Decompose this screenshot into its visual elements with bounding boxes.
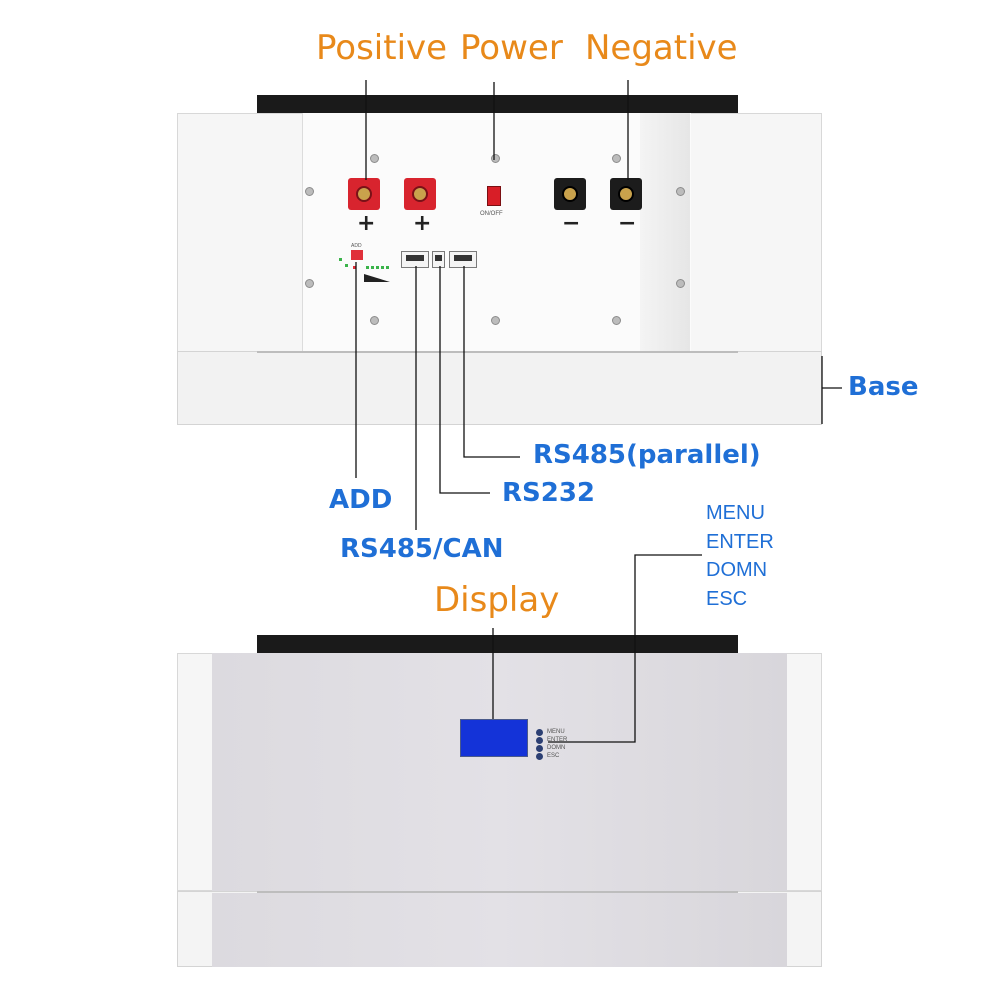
bottom-base-edge xyxy=(257,891,738,893)
button-list-down: DOMN xyxy=(706,559,768,581)
screw xyxy=(491,316,500,325)
lcd-display xyxy=(460,719,528,757)
add-switch-label: ADD xyxy=(351,243,362,249)
enter-button[interactable] xyxy=(536,737,543,744)
negative-terminal[interactable] xyxy=(610,178,642,210)
base-top-edge xyxy=(257,351,738,353)
screw xyxy=(612,154,621,163)
display-label: Display xyxy=(434,580,560,620)
button-list-menu: MENU xyxy=(706,502,765,524)
menu-button-label: MENU xyxy=(547,729,565,735)
enter-button-label: ENTER xyxy=(547,737,568,743)
screw xyxy=(612,316,621,325)
esc-button[interactable] xyxy=(536,753,543,760)
menu-button[interactable] xyxy=(536,729,543,736)
screw xyxy=(491,154,500,163)
power-label: Power xyxy=(460,28,563,68)
top-unit-lid xyxy=(257,95,738,113)
panel-side-shade xyxy=(640,113,690,351)
screw xyxy=(370,154,379,163)
negative-terminal[interactable] xyxy=(554,178,586,210)
button-list-enter: ENTER xyxy=(706,530,774,553)
negative-label: Negative xyxy=(585,28,738,68)
button-list: MENU ENTER DOMN ESC xyxy=(706,499,774,613)
button-list-esc: ESC xyxy=(706,587,748,610)
add-label: ADD xyxy=(329,485,393,515)
status-led xyxy=(345,264,348,267)
rs485-can-port[interactable] xyxy=(401,251,429,268)
screw xyxy=(676,279,685,288)
screw xyxy=(305,279,314,288)
down-button[interactable] xyxy=(536,745,543,752)
switch-label: ON/OFF xyxy=(480,211,503,217)
soc-indicator-icon xyxy=(364,274,390,282)
positive-terminal[interactable] xyxy=(348,178,380,210)
terminal-panel xyxy=(302,113,691,351)
led-row xyxy=(366,266,390,269)
positive-label: Positive xyxy=(316,28,448,68)
top-unit-base xyxy=(177,351,822,425)
plus-sign: + xyxy=(357,211,376,236)
rs232-label: RS232 xyxy=(502,478,596,508)
plus-sign: + xyxy=(413,211,432,236)
rs485-parallel-label: RS485(parallel) xyxy=(533,440,761,470)
bottom-unit-lid xyxy=(257,635,738,653)
add-dip-switch[interactable] xyxy=(351,250,363,260)
base-label: Base xyxy=(848,372,919,402)
down-button-label: DOMN xyxy=(547,745,566,751)
screw xyxy=(370,316,379,325)
minus-sign: − xyxy=(562,211,581,236)
status-led xyxy=(353,266,356,269)
power-switch[interactable] xyxy=(487,186,501,206)
minus-sign: − xyxy=(618,211,637,236)
rs232-port[interactable] xyxy=(432,251,445,268)
rs485-parallel-port[interactable] xyxy=(449,251,477,268)
esc-button-label: ESC xyxy=(547,753,560,759)
screw xyxy=(676,187,685,196)
positive-terminal[interactable] xyxy=(404,178,436,210)
bottom-base-cover xyxy=(212,893,787,967)
screw xyxy=(305,187,314,196)
rs485-can-label: RS485/CAN xyxy=(340,534,504,564)
status-led xyxy=(339,258,342,261)
front-cover xyxy=(212,653,787,891)
